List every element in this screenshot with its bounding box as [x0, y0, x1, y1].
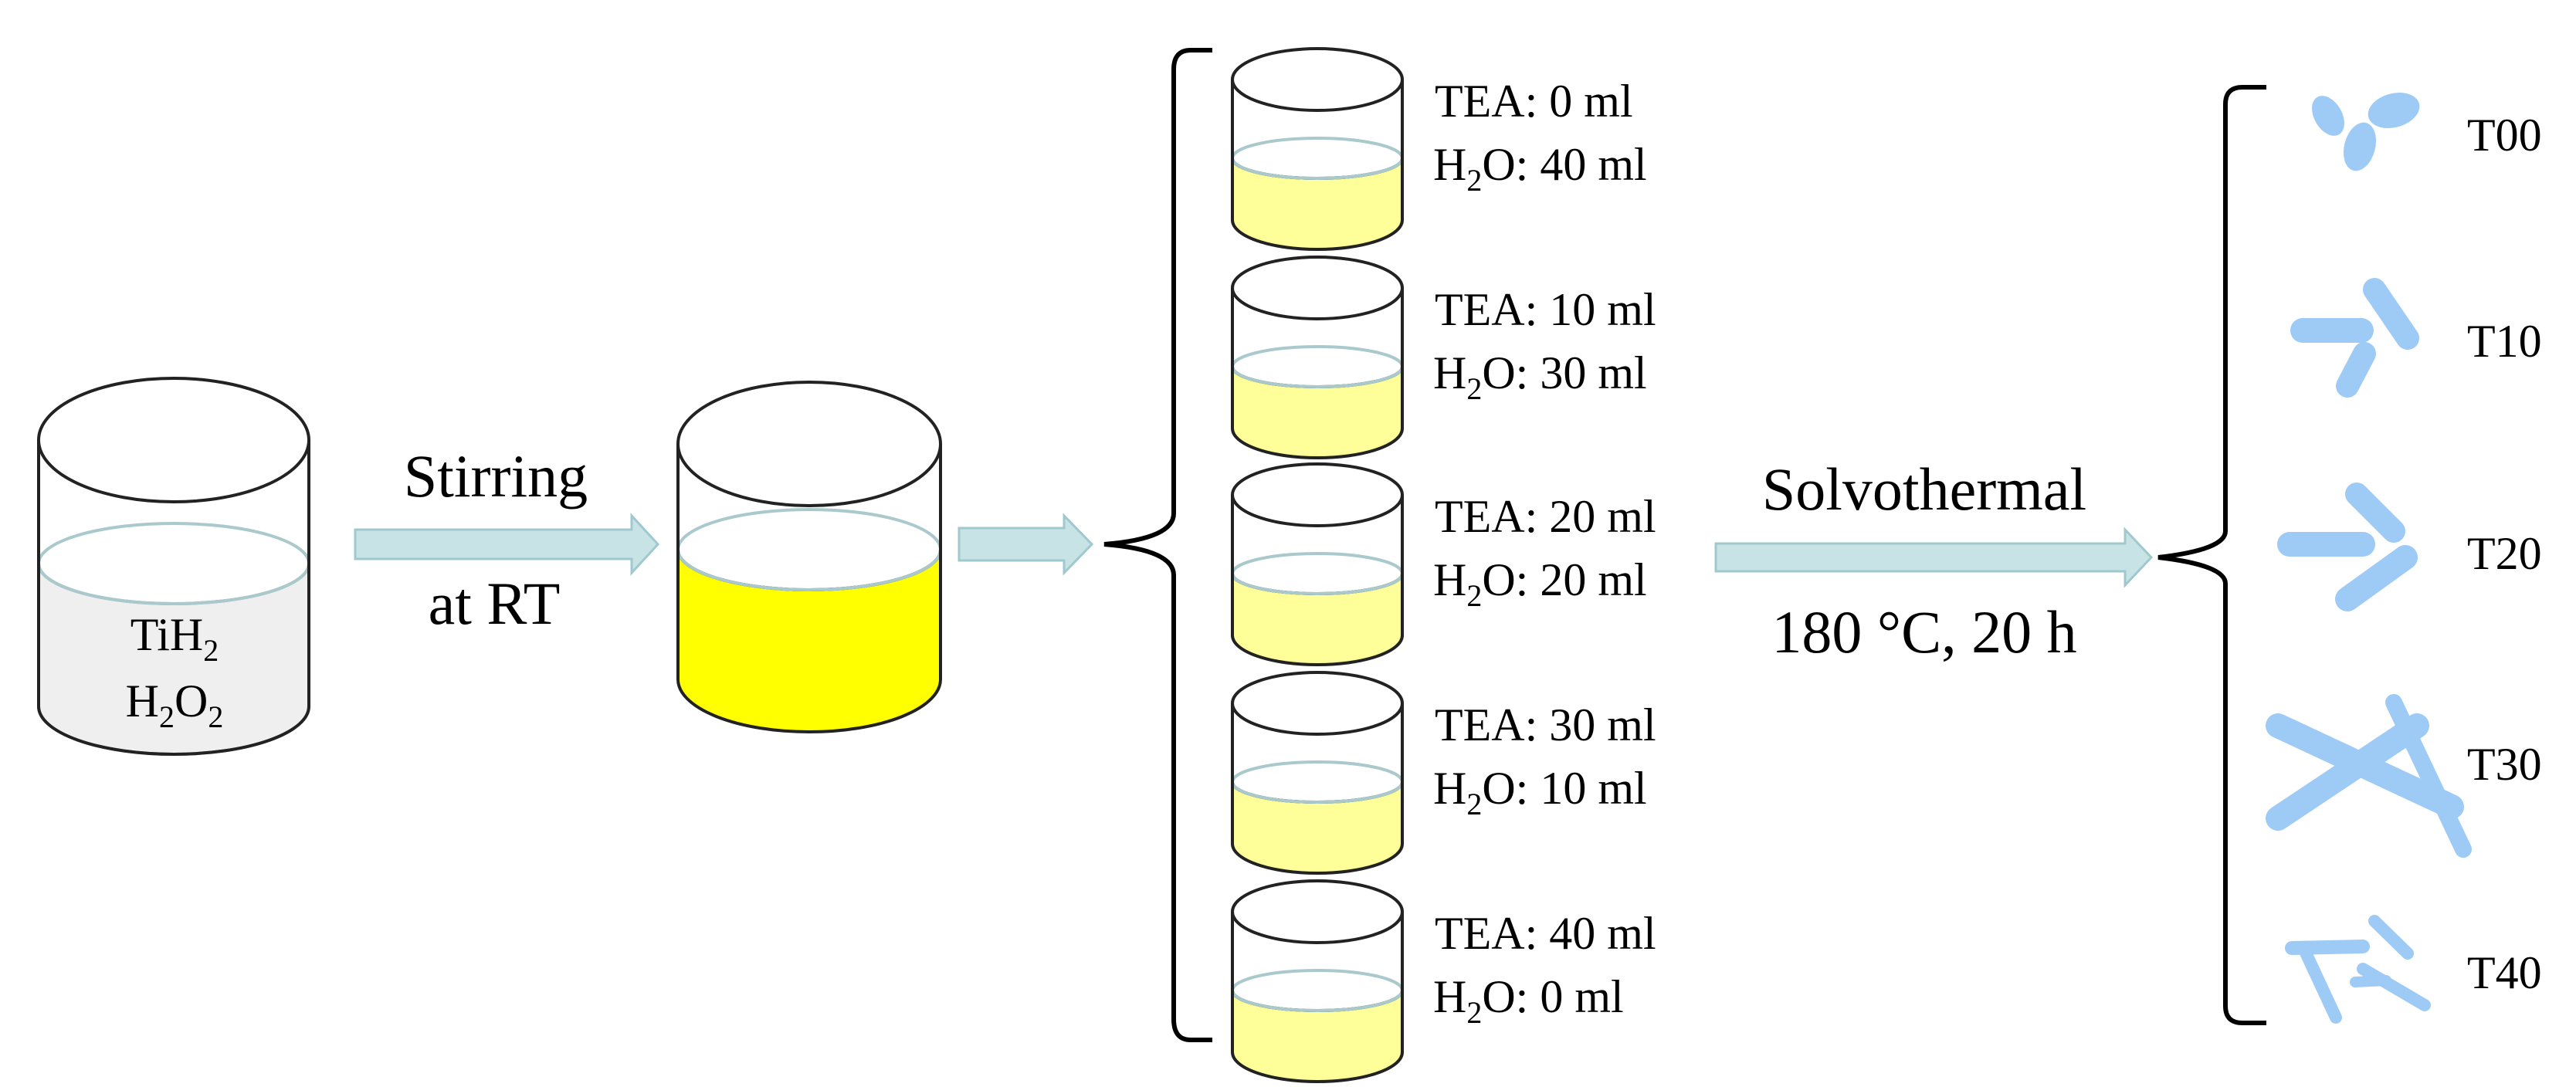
diluted-beaker-3: [1231, 671, 1404, 875]
tea-volume-1: TEA: 10 ml: [1435, 284, 1656, 335]
diluted-beaker-1: [1231, 256, 1404, 459]
water-volume-1: H2O: 30 ml: [1433, 347, 1647, 406]
tea-volume-3: TEA: 30 ml: [1435, 699, 1656, 750]
reagent-beaker: TiH2 H2O2: [37, 377, 310, 756]
water-volume-3: H2O: 10 ml: [1433, 763, 1647, 821]
tea-volume-0: TEA: 0 ml: [1435, 76, 1633, 127]
solvothermal-arrow: [1714, 527, 2154, 588]
conditions-label: 180 °C, 20 h: [1771, 598, 2076, 665]
diluted-beaker-4: [1231, 879, 1404, 1083]
sample-label-t40: T40: [2467, 947, 2542, 998]
precursor-beaker: [676, 381, 942, 733]
stirring-arrow: [354, 513, 660, 576]
tea-volume-2: TEA: 20 ml: [1435, 491, 1656, 542]
dilution-arrow: [958, 513, 1094, 576]
solvothermal-label: Solvothermal: [1762, 455, 2086, 523]
at-rt-label: at RT: [429, 570, 561, 637]
morphology-t00: [2312, 92, 2420, 171]
water-volume-0: H2O: 40 ml: [1433, 139, 1647, 198]
reagent-label-2: H2O2: [126, 676, 224, 734]
sample-label-t30: T30: [2467, 739, 2542, 790]
morphology-t10: [2290, 278, 2419, 398]
morphology-t20: [2277, 483, 2418, 611]
diluted-beaker-2: [1231, 462, 1404, 666]
diluted-beaker-0: [1231, 47, 1404, 251]
morphology-t30: [2266, 694, 2472, 858]
stirring-label: Stirring: [404, 442, 588, 510]
sample-label-t00: T00: [2467, 110, 2542, 161]
diluted-beakers: TEA: 0 ml H2O: 40 ml TEA: 10 ml H2O: 30 ml T…: [1231, 47, 1656, 1083]
sample-label-t10: T10: [2467, 316, 2542, 367]
tea-volume-4: TEA: 40 ml: [1435, 908, 1656, 959]
sample-label-t20: T20: [2467, 528, 2542, 579]
morphology-t40: [2285, 915, 2431, 1024]
products-brace: [2157, 85, 2266, 1025]
water-volume-4: H2O: 0 ml: [1433, 971, 1624, 1030]
reagent-label-1: TiH2: [130, 609, 219, 668]
split-brace: [1103, 48, 1212, 1042]
water-volume-2: H2O: 20 ml: [1433, 554, 1647, 613]
